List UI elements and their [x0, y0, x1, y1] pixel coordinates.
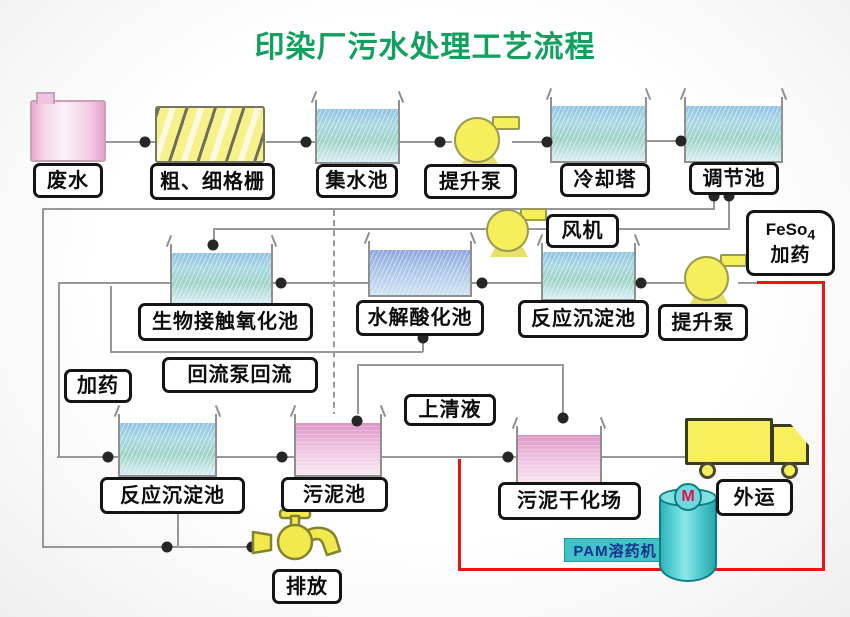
label-bio-contact-pool: 生物接触氧化池 [138, 303, 313, 341]
motor-icon: M [674, 483, 702, 511]
collect-pool-tank [310, 91, 405, 164]
flow-dot [300, 136, 312, 148]
pipe [562, 364, 564, 416]
tank-vent [36, 92, 55, 104]
flow-dot [541, 136, 553, 148]
pipe [728, 196, 730, 230]
pipe [272, 282, 368, 284]
reaction-sedimentation-pool2-tank [113, 405, 222, 477]
label-reflux: 回流泵回流 [162, 357, 318, 393]
flow-dot [276, 451, 288, 463]
faucet-icon [251, 508, 342, 561]
regulating-pool-tank [679, 88, 788, 163]
pipe [58, 282, 170, 284]
label-hydrolysis-pool: 水解酸化池 [356, 300, 484, 336]
flow-dot [351, 415, 363, 427]
pipe [422, 336, 424, 352]
feso-dosing-text: 加药 [770, 245, 811, 267]
label-cooling-tower: 冷却塔 [560, 163, 650, 197]
flow-dot [139, 136, 151, 148]
flow-dot [207, 239, 219, 251]
pipe [713, 196, 715, 210]
hydrolysis-pool-tank [363, 232, 477, 297]
label-wastewater: 废水 [33, 163, 103, 198]
label-supernatant: 上清液 [404, 394, 496, 426]
bio-contact-pool-tank [165, 235, 278, 305]
pipe [472, 282, 541, 284]
pipe [58, 282, 60, 457]
pam-machine-label: PAM溶药机 [564, 538, 666, 562]
flow-dot [502, 451, 514, 463]
red-dose-line [822, 281, 825, 571]
pipe [266, 141, 315, 143]
flow-dot [161, 541, 173, 553]
flow-dot [708, 190, 720, 202]
pipe [110, 286, 112, 352]
flow-dot [102, 451, 114, 463]
red-dose-line [458, 568, 825, 571]
label-lift-pump2: 提升泵 [658, 304, 748, 341]
pipe [333, 210, 335, 418]
label-outbound: 外运 [716, 479, 793, 516]
feso-formula: FeSo4 [765, 219, 816, 244]
label-discharge: 排放 [272, 569, 342, 604]
pipe [42, 208, 715, 210]
label-collect-pool: 集水池 [316, 164, 398, 198]
flow-dot [275, 277, 287, 289]
label-dosing: 加药 [64, 369, 132, 403]
label-regulating-pool: 调节池 [689, 162, 779, 195]
cooling-tower-tank [545, 88, 652, 163]
red-dose-line [757, 281, 825, 284]
sludge-pool-tank [289, 405, 387, 477]
label-reaction-sedimentation-pool2: 反应沉淀池 [100, 477, 245, 514]
pipe [512, 141, 550, 143]
pipe [57, 456, 118, 458]
page-title: 印染厂污水处理工艺流程 [254, 31, 596, 64]
pipe [646, 140, 684, 142]
pipe [42, 208, 44, 548]
flow-dot [476, 277, 488, 289]
flow-dot [723, 190, 735, 202]
label-reaction-sedimentation-pool: 反应沉淀池 [518, 300, 649, 338]
flow-dot [434, 136, 446, 148]
label-sludge-pool: 污泥池 [281, 477, 388, 512]
pipe [213, 228, 730, 230]
label-fan: 风机 [546, 214, 619, 248]
lift-pump-icon [452, 113, 524, 171]
pipe [110, 351, 423, 353]
pipe [177, 513, 179, 547]
wastewater-tank-icon [30, 92, 106, 162]
lift-pump2-icon [682, 250, 748, 306]
feso-subscript: 4 [807, 227, 816, 244]
pipe [106, 141, 157, 143]
pipe [400, 141, 452, 143]
pipe [358, 364, 564, 366]
label-feso-dosing: FeSo4 加药 [746, 210, 835, 276]
label-lift-pump: 提升泵 [424, 164, 517, 199]
flow-dot [417, 332, 429, 344]
flow-dot [675, 135, 687, 147]
pipe [738, 282, 758, 284]
label-screen: 粗、细格栅 [150, 163, 275, 200]
pipe [217, 456, 294, 458]
pipe [636, 282, 684, 284]
red-dose-line [458, 459, 461, 571]
truck-icon [683, 412, 811, 480]
pipe [602, 456, 688, 458]
pipe [357, 364, 359, 420]
flow-dot [635, 277, 647, 289]
pipe [382, 456, 516, 458]
flow-dot [557, 412, 569, 424]
reaction-sedimentation-pool-tank [536, 234, 641, 301]
label-sludge-drying-field: 污泥干化场 [498, 482, 641, 520]
pipe [213, 228, 215, 244]
bar-screen-icon [155, 106, 265, 163]
pipe [42, 546, 262, 548]
sludge-drying-field-tank [511, 417, 607, 488]
fan-icon [484, 206, 550, 258]
